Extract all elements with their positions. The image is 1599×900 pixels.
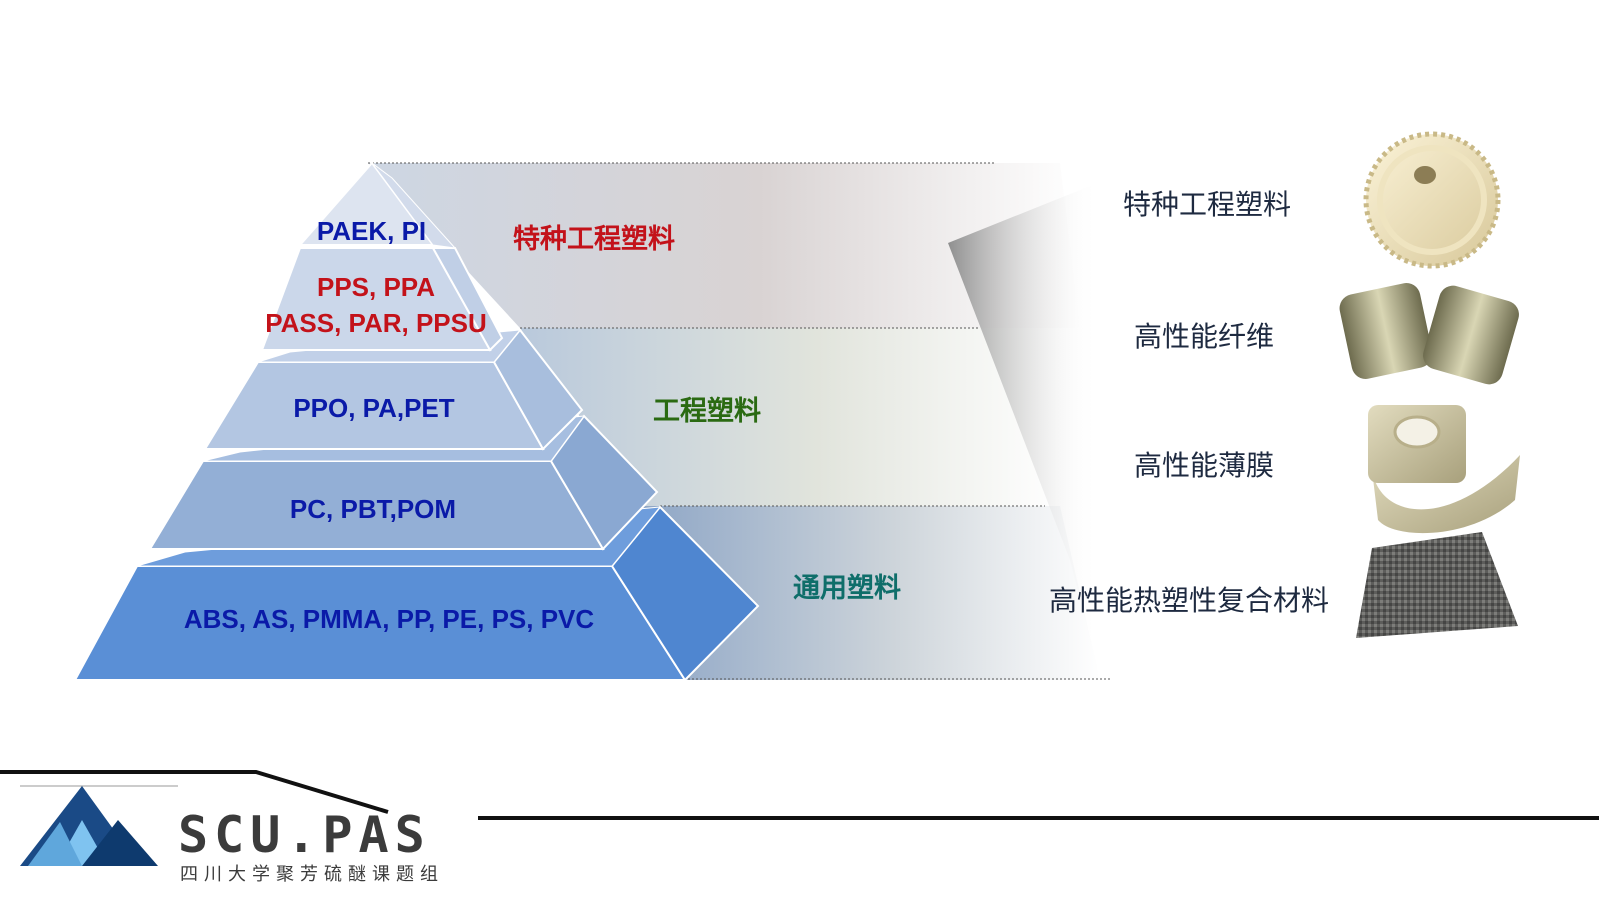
category-general-label: 通用塑料 [793,566,901,605]
product-label-composite: 高性能热塑性复合材料 [1049,579,1329,619]
product-label-fiber: 高性能纤维 [1134,315,1274,355]
tier-2-label-line2: PASS, PAR, PPSU [246,308,506,339]
composite-sheet-image [1356,532,1518,638]
logo-mountain-icon [20,786,158,866]
logo-name: SCU.PAS [178,806,431,864]
logo-subtitle: 四川大学聚芳硫醚课题组 [180,860,444,886]
gear-image [1366,134,1498,266]
tier-2-label-line1: PPS, PPA [246,272,506,303]
product-label-special: 特种工程塑料 [1123,183,1291,223]
tier-1-label: PAEK, PI [300,216,443,247]
product-label-film: 高性能薄膜 [1134,444,1274,484]
tier-5-label: ABS, AS, PMMA, PP, PE, PS, PVC [120,604,658,635]
film-roll-image [1368,405,1520,533]
fiber-spools-image [1337,280,1522,387]
tier-3-label: PPO, PA,PET [232,393,516,424]
category-special-label: 特种工程塑料 [513,217,675,256]
tier-4-label: PC, PBT,POM [180,494,566,525]
category-engineering-label: 工程塑料 [653,389,761,428]
